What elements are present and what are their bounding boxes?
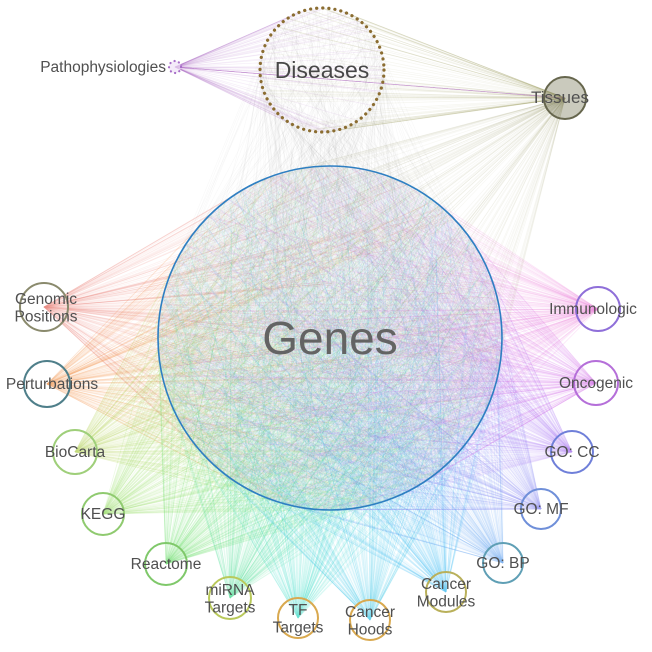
label-biocarta: BioCarta [45,444,106,461]
edge-bundle-mirna_targets-to-genes [157,165,502,599]
edge-bundle-diseases-to-tissues [259,7,566,133]
edge-bundle-perturbations-to-genes [46,165,502,511]
node-pathophysiologies-circle[interactable] [167,59,183,75]
label-perturbations: Perturbations [6,376,98,393]
node-cancer_hoods-circle[interactable] [349,599,391,641]
node-go_mf-circle[interactable] [520,488,562,530]
node-biocarta-circle[interactable] [52,429,98,475]
node-go_bp-circle[interactable] [482,542,524,584]
label-immunologic: Immunologic [549,301,637,318]
node-mirna_targets-circle[interactable] [208,576,252,620]
edge-bundle-diseases-to-genes [157,7,503,511]
edge-bundle-go_mf-to-genes [157,167,542,511]
node-genomic_positions-circle[interactable] [19,282,69,332]
label-go_mf: GO: MF [513,501,568,518]
edge-bundle-kegg-to-genes [102,166,502,515]
node-reactome-circle[interactable] [144,542,188,586]
edge-bundle-immunologic-to-genes [157,165,599,510]
label-diseases: Diseases [275,57,370,83]
node-cancer_modules-circle[interactable] [425,571,467,613]
layer-circles [19,6,621,641]
layer-fill [158,166,502,510]
node-go_cc-circle[interactable] [550,430,594,474]
node-diseases-circle[interactable] [258,6,386,134]
edge-bundle-biocarta-to-genes [74,166,503,511]
label-genes: Genes [262,312,398,364]
node-tissues-circle[interactable] [543,76,587,120]
edge-bundle-genomic_positions-to-genes [43,165,503,511]
node-oncogenic-circle[interactable] [573,360,619,406]
edge-bundle-tf_targets-to-genes [157,166,502,619]
label-kegg: KEGG [81,506,126,523]
node-perturbations-circle[interactable] [23,360,71,408]
node-genes-circle[interactable] [157,165,503,511]
edge-bundle-go_bp-to-genes [157,165,504,564]
node-kegg-circle[interactable] [81,492,125,536]
label-reactome: Reactome [131,556,202,573]
label-oncogenic: Oncogenic [559,375,633,392]
edge-bundle-pathophysiologies-to-diseases [174,7,385,133]
edge-bundle-go_cc-to-genes [158,165,573,511]
label-tissues: Tissues [531,88,589,107]
label-go_bp: GO: BP [476,555,529,572]
edge-bundle-cancer_modules-to-genes [157,165,503,593]
edge-bundle-oncogenic-to-genes [158,165,597,511]
node-tf_targets-circle[interactable] [277,597,319,639]
label-pathophysiologies: Pathophysiologies [40,59,166,76]
edge-bundle-tissues-to-genes [158,97,566,510]
edge-bundle-pathophysiologies-to-tissues [174,66,566,99]
label-go_cc: GO: CC [544,444,599,461]
layer-rings [157,165,503,511]
genes-circle-fill [158,166,502,510]
node-immunologic-circle[interactable] [575,286,621,332]
layer-edges [43,7,599,621]
